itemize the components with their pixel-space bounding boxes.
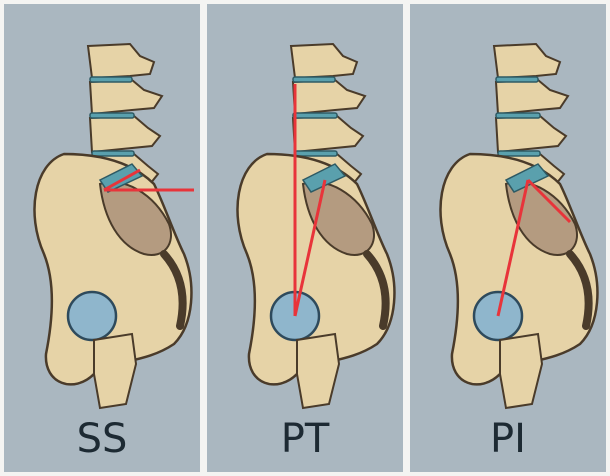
panel-ss: SS	[4, 4, 200, 472]
femur	[94, 334, 136, 408]
panel-label: SS	[4, 416, 200, 462]
panel-pi: PI	[410, 4, 606, 472]
femoral-head	[68, 292, 116, 340]
femur	[500, 334, 542, 408]
pelvis-illustration-pt	[207, 4, 403, 472]
panel-label: PI	[410, 416, 606, 462]
panel-label: PT	[207, 416, 403, 462]
panel-pt: PT	[207, 4, 403, 472]
pelvis-illustration-ss	[4, 4, 200, 472]
femur	[297, 334, 339, 408]
pelvis-illustration-pi	[410, 4, 606, 472]
